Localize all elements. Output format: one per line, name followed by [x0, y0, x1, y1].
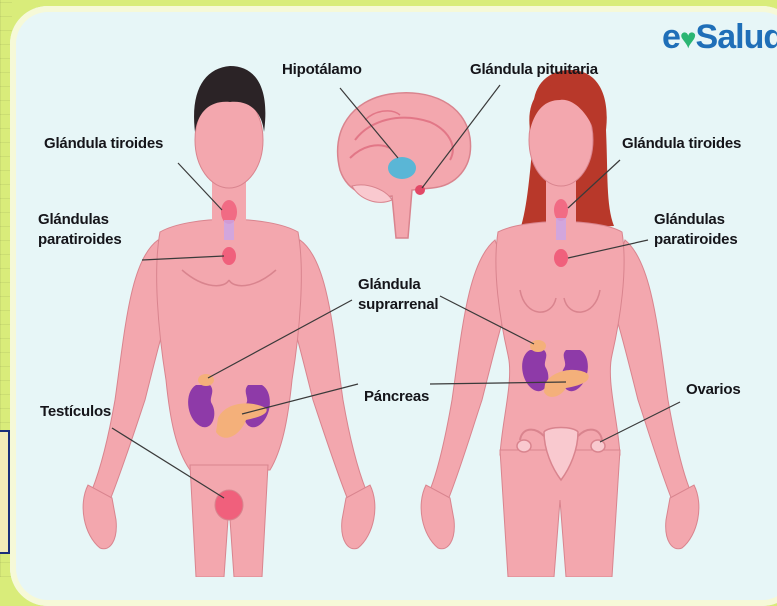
label-hipotalamo: Hipotálamo [282, 60, 362, 80]
label-ovarios: Ovarios [686, 380, 740, 400]
label-tiroides-right: Glándula tiroides [622, 134, 741, 154]
heart-pulse-icon: ♥ [680, 23, 696, 54]
brain-illustration [338, 93, 471, 238]
label-tiroides-left: Glándula tiroides [44, 134, 163, 154]
label-pancreas: Páncreas [364, 387, 429, 407]
logo-text: Salud [696, 18, 777, 56]
label-pituitaria: Glándula pituitaria [470, 60, 598, 80]
label-suprarrenal: Glándula suprarrenal [358, 275, 438, 315]
logo-prefix: e [662, 18, 680, 56]
label-testiculos: Testículos [40, 402, 111, 422]
label-paratiroides-left: Glándulas paratiroides [38, 210, 121, 250]
label-paratiroides-right: Glándulas paratiroides [654, 210, 737, 250]
brand-logo: e♥Salud [662, 18, 777, 57]
